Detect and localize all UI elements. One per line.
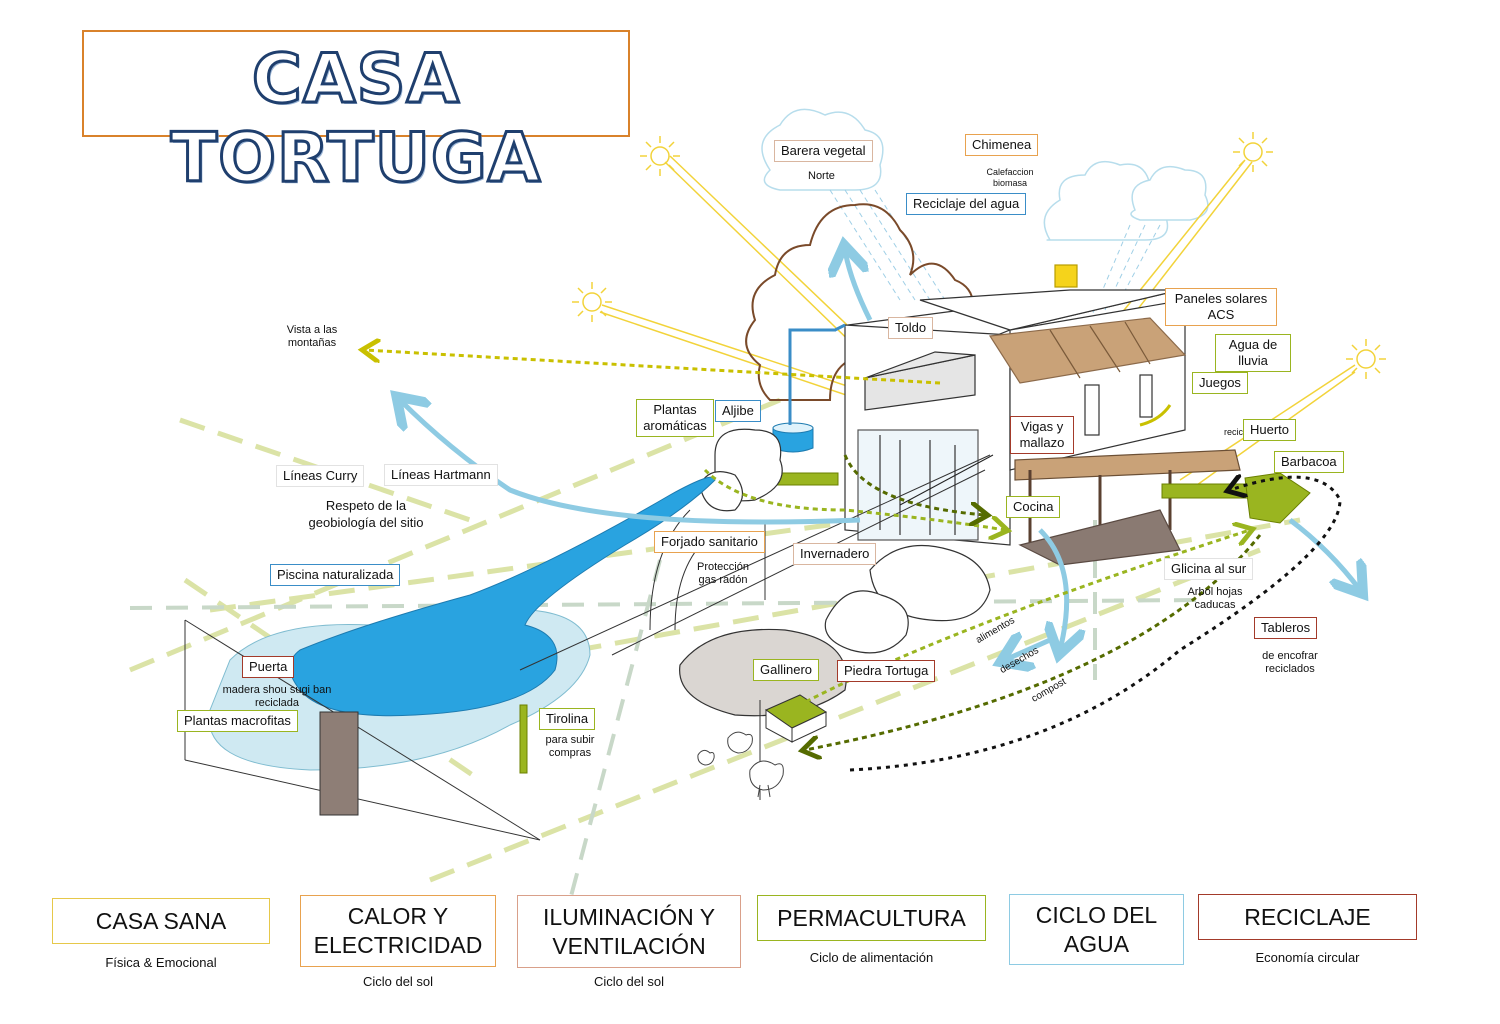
compost-loop <box>849 477 1342 772</box>
note-arbol-hojas: Arbol hojas caducas <box>1187 586 1243 611</box>
ventilation-lines-grey <box>129 520 1201 901</box>
label-paneles-solares: Paneles solares ACS <box>1165 288 1277 326</box>
legend-iluminacion-title: ILUMINACIÓN Y VENTILACIÓN <box>542 903 716 959</box>
label-barbacoa: Barbacoa <box>1274 451 1344 473</box>
legend-reciclaje-subtitle: Economía circular <box>1255 950 1360 965</box>
label-tirolina: Tirolina <box>539 708 596 730</box>
label-piscina-naturalizada: Piscina naturalizada <box>270 564 401 586</box>
label-plantas-macrofitas: Plantas macrofitas <box>177 710 298 732</box>
label-toldo: Toldo <box>888 317 934 339</box>
legend-calor-electricidad: CALOR Y ELECTRICIDAD <box>300 895 496 967</box>
chicken-icons <box>697 731 784 798</box>
label-aljibe: Aljibe <box>715 400 761 422</box>
legend-calor-subtitle: Ciclo del sol <box>362 974 434 989</box>
note-madera-shou-sugi-ban: madera shou sugi ban reciclada <box>222 684 332 709</box>
note-para-subir-compras: para subir compras <box>545 734 595 759</box>
tirolina-post <box>519 704 528 774</box>
legend-reciclaje-title: RECICLAJE <box>1244 903 1371 930</box>
label-invernadero: Invernadero <box>793 543 877 565</box>
label-puerta: Puerta <box>242 656 295 678</box>
label-lineas-curry: Líneas Curry <box>276 465 365 487</box>
label-juegos: Juegos <box>1192 372 1248 394</box>
legend-permacultura-subtitle: Ciclo de alimentación <box>809 950 934 965</box>
label-barrera-vegetal: Barera vegetal <box>774 140 873 162</box>
label-cocina: Cocina <box>1006 496 1061 518</box>
label-piedra-tortuga: Piedra Tortuga <box>837 660 936 682</box>
gallinero-coop <box>764 694 828 743</box>
water-arrows <box>400 250 1360 660</box>
note-respeto-geobiologia: Respeto de la geobiología del sitio <box>308 498 424 530</box>
label-forjado-sanitario: Forjado sanitario <box>654 531 765 553</box>
label-glicina-sur: Glicina al sur <box>1164 558 1254 580</box>
legend-ciclo-agua: CICLO DEL AGUA <box>1009 894 1184 965</box>
label-chimenea: Chimenea <box>965 134 1039 156</box>
note-calefaccion: Calefaccion biomasa <box>986 167 1034 188</box>
aljibe-tank <box>767 328 1311 524</box>
label-reciclaje-agua: Reciclaje del agua <box>906 193 1027 215</box>
legend-ciclo-agua-title: CICLO DEL AGUA <box>1035 901 1158 957</box>
label-vigas-mallazo: Vigas y mallazo <box>1010 416 1074 454</box>
natural-pool <box>208 476 716 771</box>
page-title: CASA TORTUGA <box>169 39 542 200</box>
legend-iluminacion-ventilacion: ILUMINACIÓN Y VENTILACIÓN <box>517 895 741 968</box>
label-lineas-hartmann: Líneas Hartmann <box>384 464 498 486</box>
puerta-door <box>319 711 359 816</box>
note-norte: Norte <box>808 170 835 182</box>
legend-reciclaje: RECICLAJE <box>1198 894 1417 940</box>
legend-permacultura-title: PERMACULTURA <box>777 904 966 931</box>
legend-iluminacion-subtitle: Ciclo del sol <box>593 974 665 989</box>
cloud-icon-right <box>1043 160 1209 241</box>
legend-calor-title: CALOR Y ELECTRICIDAD <box>313 903 483 958</box>
label-gallinero: Gallinero <box>753 659 820 681</box>
note-vista-montanas: Vista a las montañas <box>286 324 338 349</box>
label-tableros: Tableros <box>1254 617 1318 639</box>
note-encofrar: de encofrar reciclados <box>1262 650 1318 675</box>
label-agua-lluvia: Agua de lluvia <box>1215 334 1291 372</box>
note-proteccion-radon: Protección gas radón <box>697 561 749 586</box>
label-huerto: Huerto <box>1243 419 1297 441</box>
title-box: CASA TORTUGA <box>82 30 630 200</box>
legend-permacultura: PERMACULTURA <box>757 895 986 941</box>
legend-casa-sana-subtitle: Física & Emocional <box>105 955 217 970</box>
label-plantas-aromaticas: Plantas aromáticas <box>636 399 714 437</box>
legend-casa-sana: CASA SANA <box>52 898 270 944</box>
rocks <box>679 428 991 717</box>
legend-casa-sana-title: CASA SANA <box>95 907 227 934</box>
